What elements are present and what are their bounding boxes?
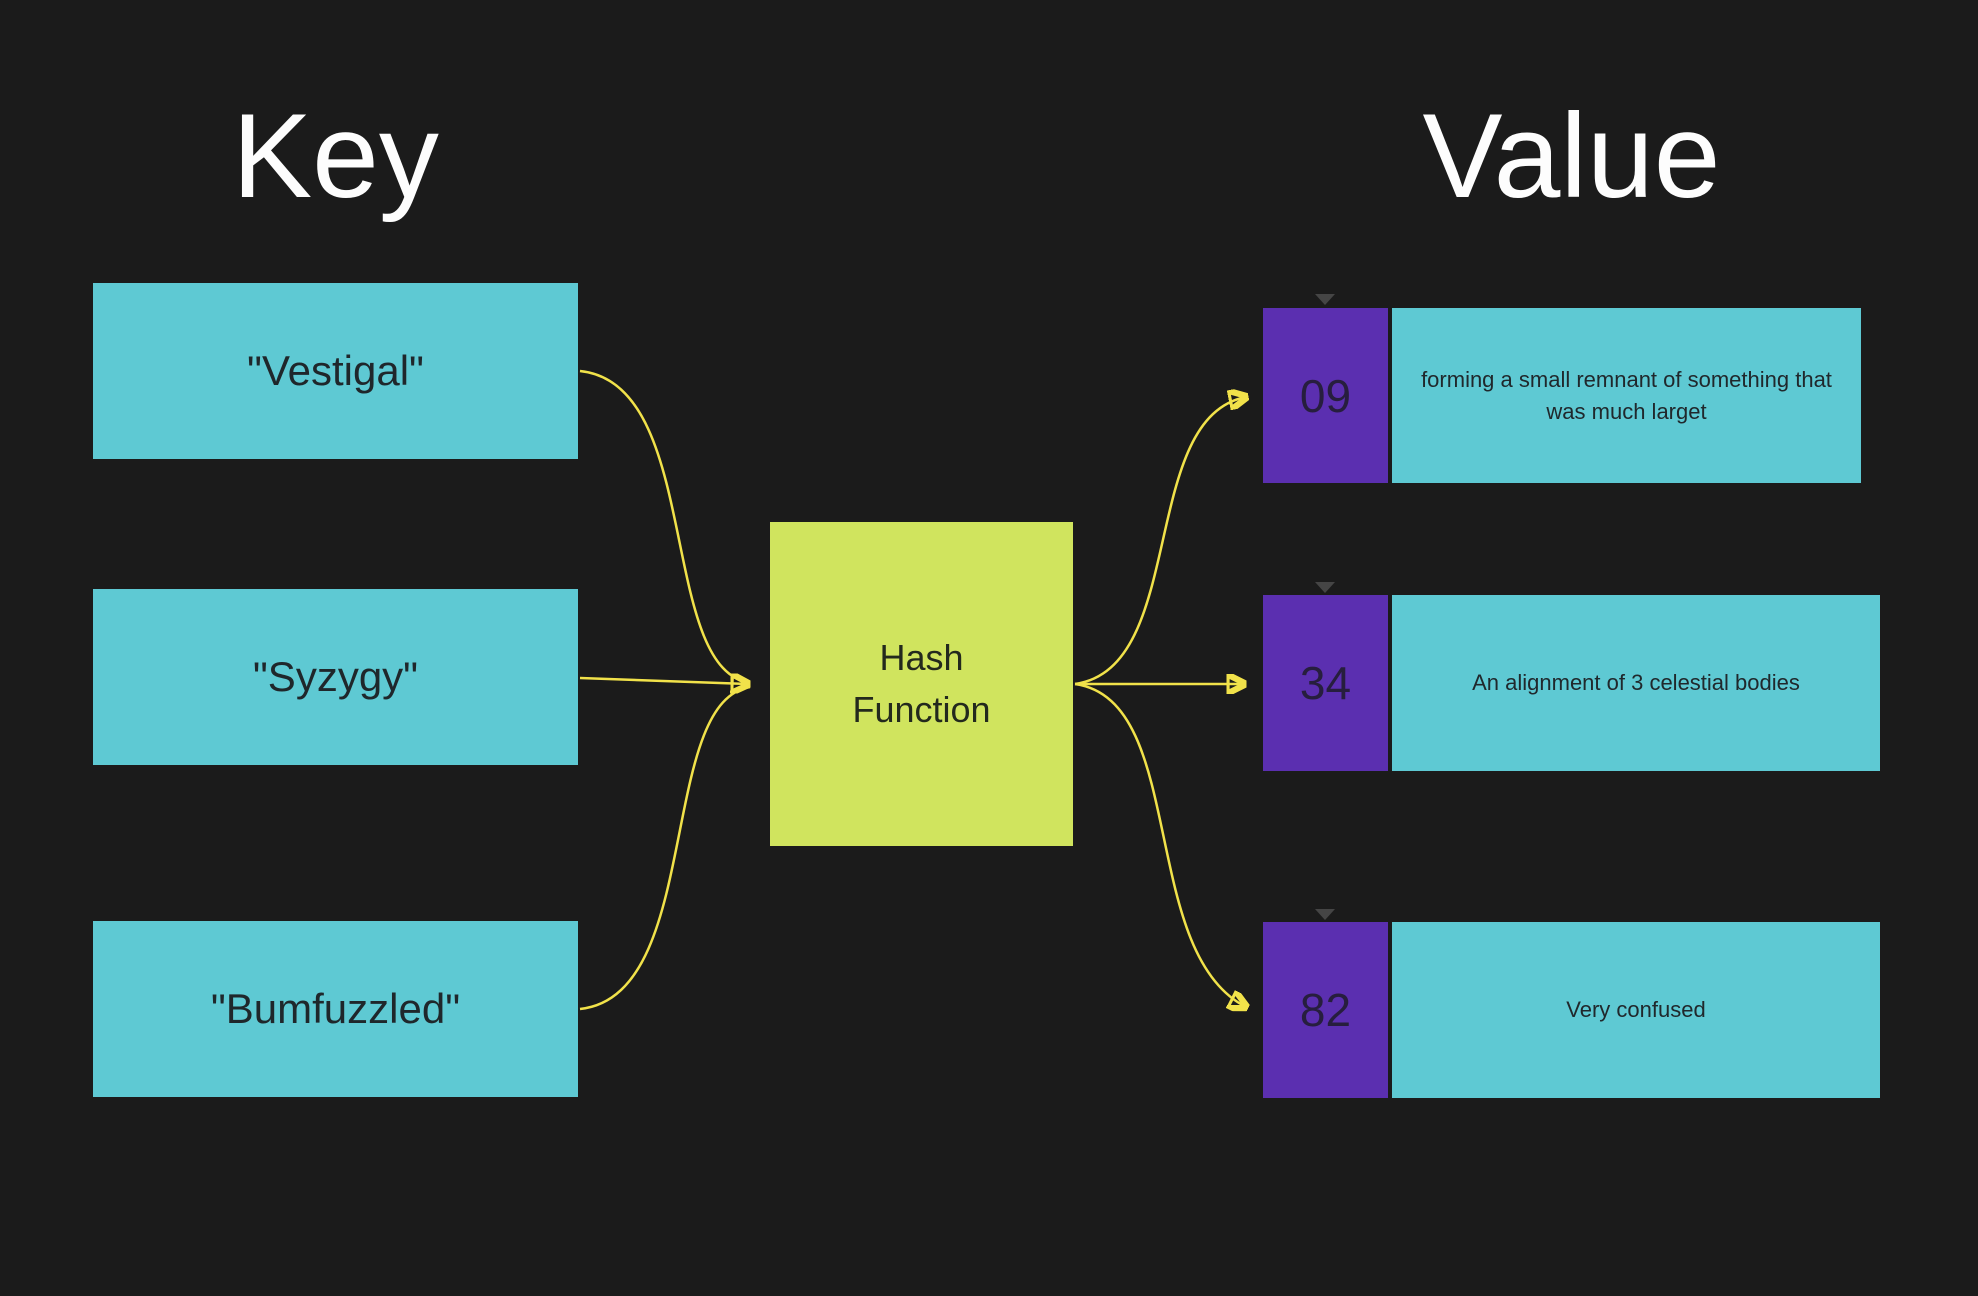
hash-value: 34 bbox=[1299, 657, 1352, 709]
arrow-key2-to-hash bbox=[579, 678, 748, 684]
value-column-title: Value bbox=[1422, 89, 1721, 223]
hash-value-box: 34 bbox=[1263, 595, 1388, 771]
definition-text: Very confused bbox=[1566, 997, 1706, 1023]
definition-text: forming a small remnant of something tha… bbox=[1421, 366, 1832, 424]
key-box-bumfuzzled: "Bumfuzzled" bbox=[93, 921, 578, 1097]
key-column-title: Key bbox=[232, 89, 439, 223]
hash-function-box: Hash Function bbox=[770, 522, 1073, 846]
definition-box: An alignment of 3 celestial bodies bbox=[1392, 595, 1880, 771]
down-triangle-icon bbox=[1315, 582, 1335, 593]
down-triangle-icon bbox=[1315, 909, 1335, 920]
hash-function-label: Hash Function bbox=[852, 636, 991, 730]
hash-value: 09 bbox=[1299, 369, 1352, 422]
hash-value-box: 09 bbox=[1263, 308, 1388, 483]
hash-value-box: 82 bbox=[1263, 922, 1388, 1098]
key-box-syzygy: "Syzygy" bbox=[93, 589, 578, 765]
key-label: "Syzygy" bbox=[252, 653, 419, 700]
definition-text: An alignment of 3 celestial bodies bbox=[1472, 670, 1800, 696]
arrow-key3-to-hash bbox=[579, 685, 751, 1011]
key-label: "Bumfuzzled" bbox=[210, 985, 461, 1032]
down-triangle-icon bbox=[1315, 294, 1335, 305]
hash-value: 82 bbox=[1299, 984, 1352, 1036]
arrow-hash-to-value1 bbox=[1074, 397, 1246, 686]
key-label: "Vestigal" bbox=[247, 347, 424, 394]
arrow-key1-to-hash bbox=[579, 369, 751, 685]
definition-box: forming a small remnant of something tha… bbox=[1392, 308, 1861, 483]
definition-box: Very confused bbox=[1392, 922, 1880, 1098]
key-box-vestigal: "Vestigal" bbox=[93, 283, 578, 459]
arrow-hash-to-value3 bbox=[1074, 682, 1246, 1007]
